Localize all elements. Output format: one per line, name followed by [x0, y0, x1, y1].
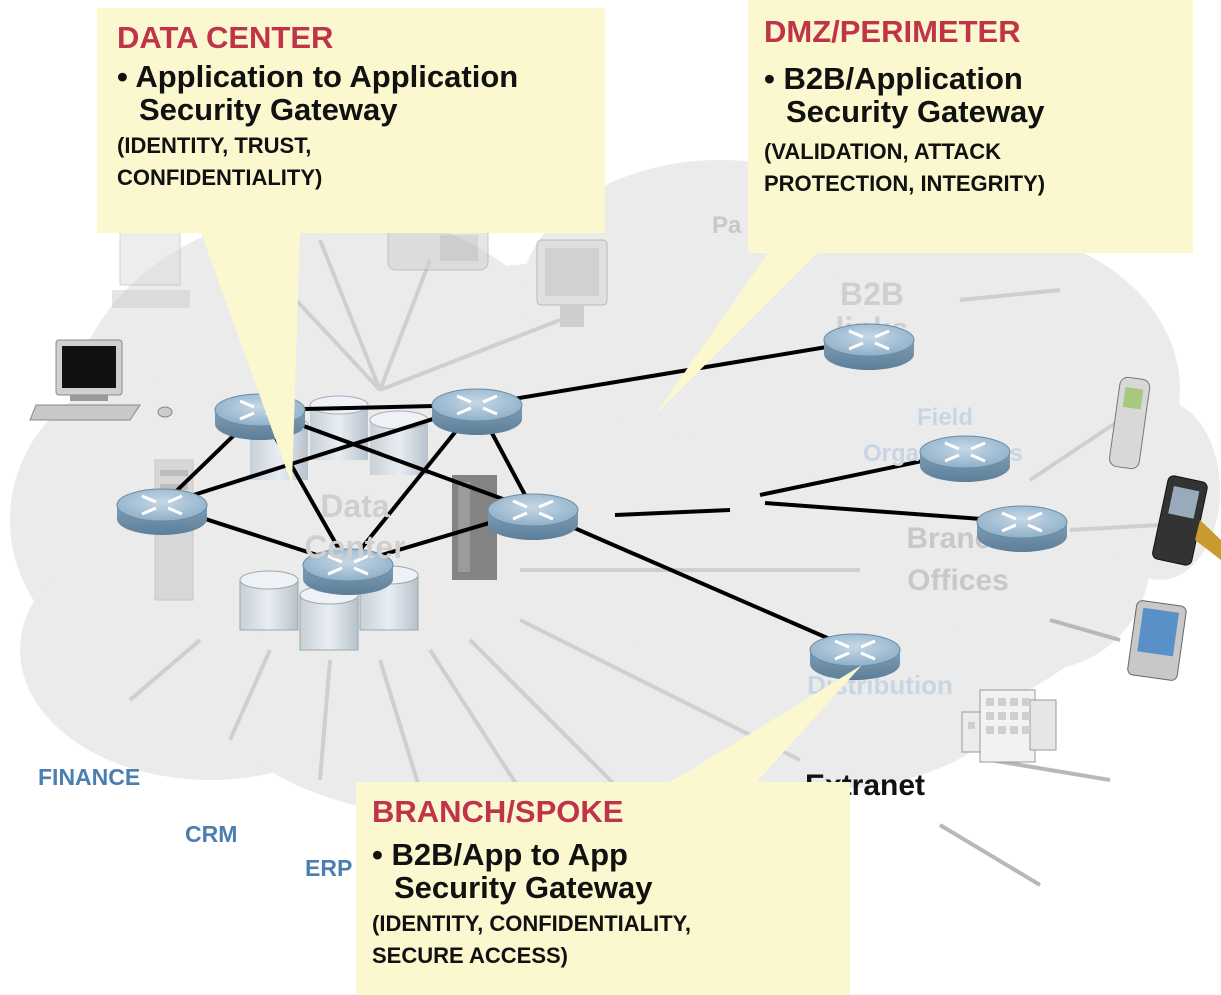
app-label-crm: CRM — [185, 821, 237, 847]
cloud-label-field: Field — [917, 404, 973, 431]
callout-note: (IDENTITY, CONFIDENTIALITY, — [372, 911, 691, 936]
cloud-label-b2b: B2B — [840, 276, 904, 312]
routers-top — [809, 323, 1068, 680]
callout-bullet-cont: Security Gateway — [394, 870, 653, 905]
callout-bullet-cont: Security Gateway — [139, 92, 398, 127]
router-icon — [302, 548, 394, 595]
router-icon — [116, 488, 208, 535]
callout-dmz: DMZ/PERIMETER • B2B/Application Security… — [748, 0, 1193, 253]
external-links — [938, 618, 1121, 887]
monitor-icon — [536, 239, 608, 327]
router-icon — [487, 493, 579, 540]
callout-title: DMZ/PERIMETER — [764, 14, 1021, 49]
callout-bullet: • B2B/App to App — [372, 837, 628, 872]
cloud-label-offices: Offices — [907, 564, 1009, 597]
handheld-scanner-icon — [1152, 475, 1221, 566]
callout-bullet: • B2B/Application — [764, 61, 1023, 96]
desktop-computer-icon — [29, 339, 173, 421]
office-building-icon — [961, 689, 1057, 763]
callout-bullet: • Application to Application — [117, 59, 519, 94]
callout-tail-branch — [650, 665, 862, 795]
callout-bullet-cont: Security Gateway — [786, 94, 1045, 129]
callout-branch: BRANCH/SPOKE • B2B/App to App Security G… — [356, 782, 850, 995]
router-icon — [823, 323, 915, 370]
callout-note: (IDENTITY, TRUST, — [117, 133, 312, 158]
cloud-label-data-center-2: Center — [304, 529, 405, 565]
router-icon — [919, 435, 1011, 482]
callout-tail-dmz — [655, 250, 820, 415]
cloud-label-data-center: Data — [320, 488, 390, 524]
callout-tail-data-center — [200, 230, 300, 485]
callout-note: PROTECTION, INTEGRITY) — [764, 171, 1046, 196]
callout-note: (VALIDATION, ATTACK — [764, 139, 1002, 164]
callout-note: SECURE ACCESS) — [372, 943, 568, 968]
callout-data-center: DATA CENTER • Application to Application… — [97, 8, 605, 233]
desktop-computer-icon — [112, 229, 190, 308]
router-icon — [976, 505, 1068, 552]
router-icon — [431, 388, 523, 435]
app-label-erp: ERP — [305, 855, 352, 881]
callout-title: DATA CENTER — [117, 20, 334, 55]
pda-icon — [1127, 600, 1187, 681]
app-label-finance: FINANCE — [38, 764, 140, 790]
callout-title: BRANCH/SPOKE — [372, 794, 624, 829]
cloud-label-partners: Pa — [712, 212, 742, 239]
mobile-phone-icon — [1109, 376, 1151, 470]
callout-note: CONFIDENTIALITY) — [117, 165, 323, 190]
router-icon — [809, 633, 901, 680]
